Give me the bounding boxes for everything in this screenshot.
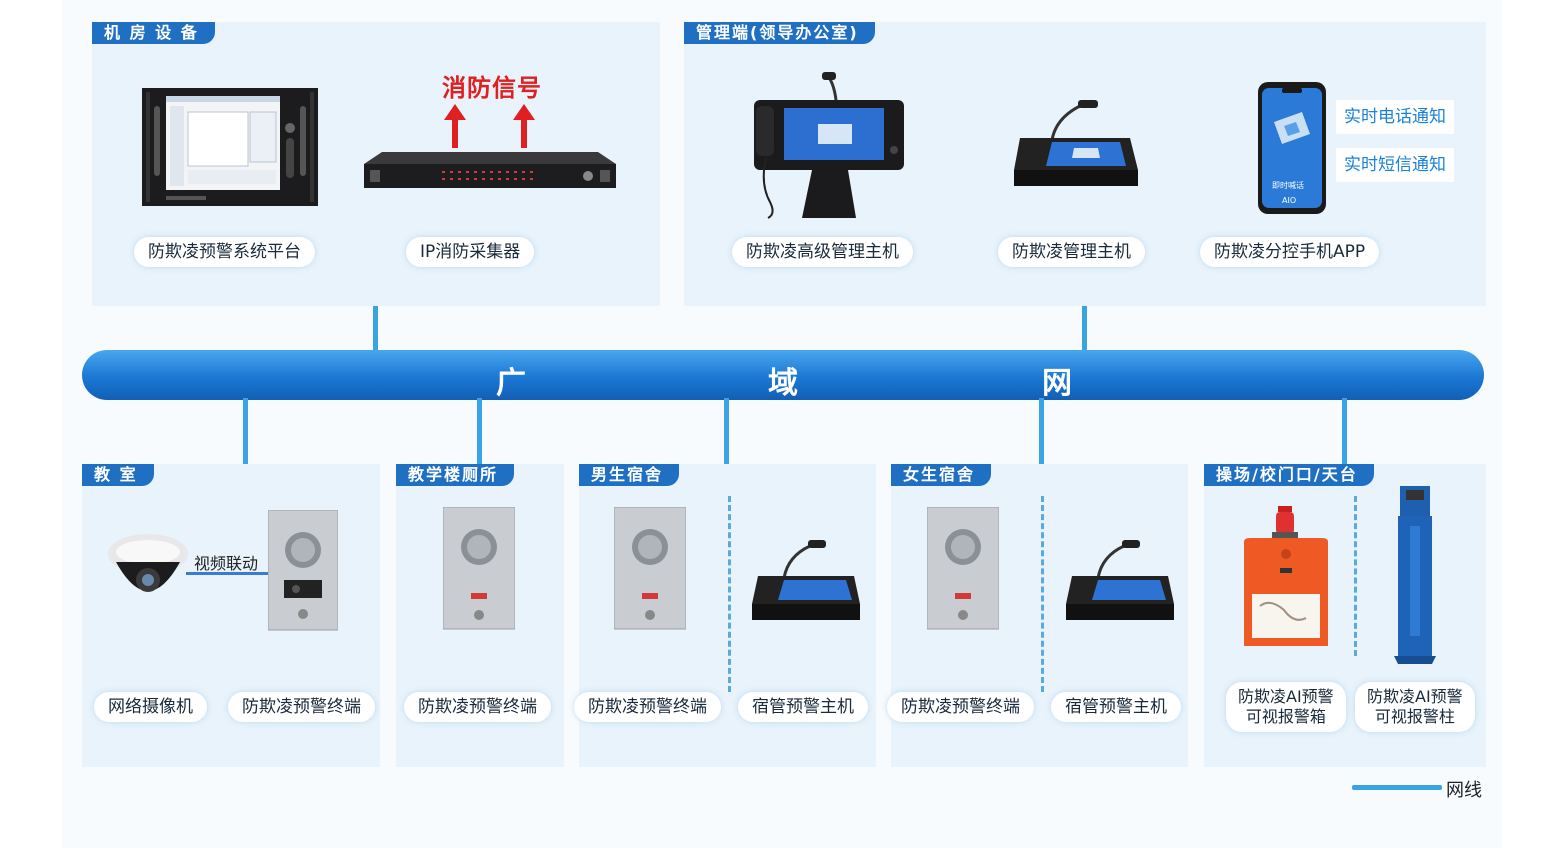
warning-terminal-device: [614, 507, 686, 630]
rack-monitor-device: [142, 88, 318, 206]
network-camera-device: [108, 534, 188, 592]
wan-char: 域: [768, 366, 798, 401]
label-warning-platform: 防欺凌预警系统平台: [134, 237, 315, 267]
connector-line: [1039, 398, 1044, 464]
label-line: 可视报警箱: [1245, 707, 1326, 726]
dorm-host-device: [752, 540, 860, 620]
mobile-phone-device: [1258, 82, 1326, 214]
label-alarm-box: 防欺凌AI预警 可视报警箱: [1226, 682, 1346, 732]
video-link-text: 视频联动: [194, 554, 259, 573]
divider-dashed: [1354, 496, 1357, 656]
up-arrow-icon: [513, 104, 535, 148]
connector-line: [373, 306, 378, 352]
legend-label: 网线: [1446, 780, 1482, 801]
notify-sms: 实时短信通知: [1336, 148, 1454, 182]
warning-terminal-camera-device: [268, 510, 338, 631]
fire-collector-device: [364, 152, 616, 188]
connector-line: [477, 398, 482, 464]
up-arrow-icon: [444, 104, 466, 148]
connector-line: [243, 398, 248, 464]
panel-tag: 教 室: [82, 464, 154, 486]
panel-tag: 女生宿舍: [891, 464, 992, 486]
label-dorm-host: 宿管预警主机: [738, 692, 868, 722]
wan-bar: 广 域 网: [82, 350, 1484, 401]
label-network-camera: 网络摄像机: [94, 692, 207, 722]
video-link-line: [186, 572, 268, 575]
divider-dashed: [1041, 496, 1044, 692]
connector-line: [1342, 398, 1347, 464]
label-line: 防欺凌AI预警: [1238, 687, 1334, 706]
label-warning-terminal: 防欺凌预警终端: [887, 692, 1034, 722]
phone-screen-text: 即时喊话: [1272, 181, 1304, 190]
phone-screen-logo: AIO: [1282, 196, 1297, 205]
panel-tag: 男生宿舍: [579, 464, 680, 486]
label-advanced-host: 防欺凌高级管理主机: [732, 237, 913, 267]
label-alarm-pillar: 防欺凌AI预警 可视报警柱: [1355, 682, 1475, 732]
label-warning-terminal: 防欺凌预警终端: [574, 692, 721, 722]
connector-line: [724, 398, 729, 464]
wan-char: 广: [496, 366, 526, 401]
label-warning-terminal: 防欺凌预警终端: [404, 692, 551, 722]
dorm-host-device: [1066, 540, 1174, 620]
panel-tag: 教学楼厕所: [396, 464, 515, 486]
label-fire-collector: IP消防采集器: [406, 237, 535, 267]
panel-tag: 机 房 设 备: [92, 22, 215, 44]
panel-tag: 操场/校门口/天台: [1204, 464, 1374, 486]
connector-line: [1082, 306, 1087, 352]
management-host-device: [1014, 100, 1138, 186]
panel-tag: 管理端(领导办公室): [684, 22, 875, 44]
advanced-management-host-device: [754, 72, 904, 219]
warning-terminal-device: [927, 507, 999, 630]
label-mobile-app: 防欺凌分控手机APP: [1200, 237, 1380, 267]
warning-terminal-device: [443, 507, 515, 630]
label-dorm-host: 宿管预警主机: [1051, 692, 1181, 722]
wan-char: 网: [1042, 366, 1072, 401]
fire-signal-text: 消防信号: [442, 74, 542, 102]
notify-phone-call: 实时电话通知: [1336, 100, 1454, 134]
label-line: 防欺凌AI预警: [1367, 687, 1463, 706]
label-line: 可视报警柱: [1374, 707, 1455, 726]
label-warning-terminal: 防欺凌预警终端: [228, 692, 375, 722]
legend-line-sample: [1352, 785, 1442, 790]
divider-dashed: [728, 496, 731, 692]
label-management-host: 防欺凌管理主机: [998, 237, 1145, 267]
alarm-pillar-device: [1394, 486, 1436, 664]
alarm-box-device: [1244, 506, 1328, 646]
